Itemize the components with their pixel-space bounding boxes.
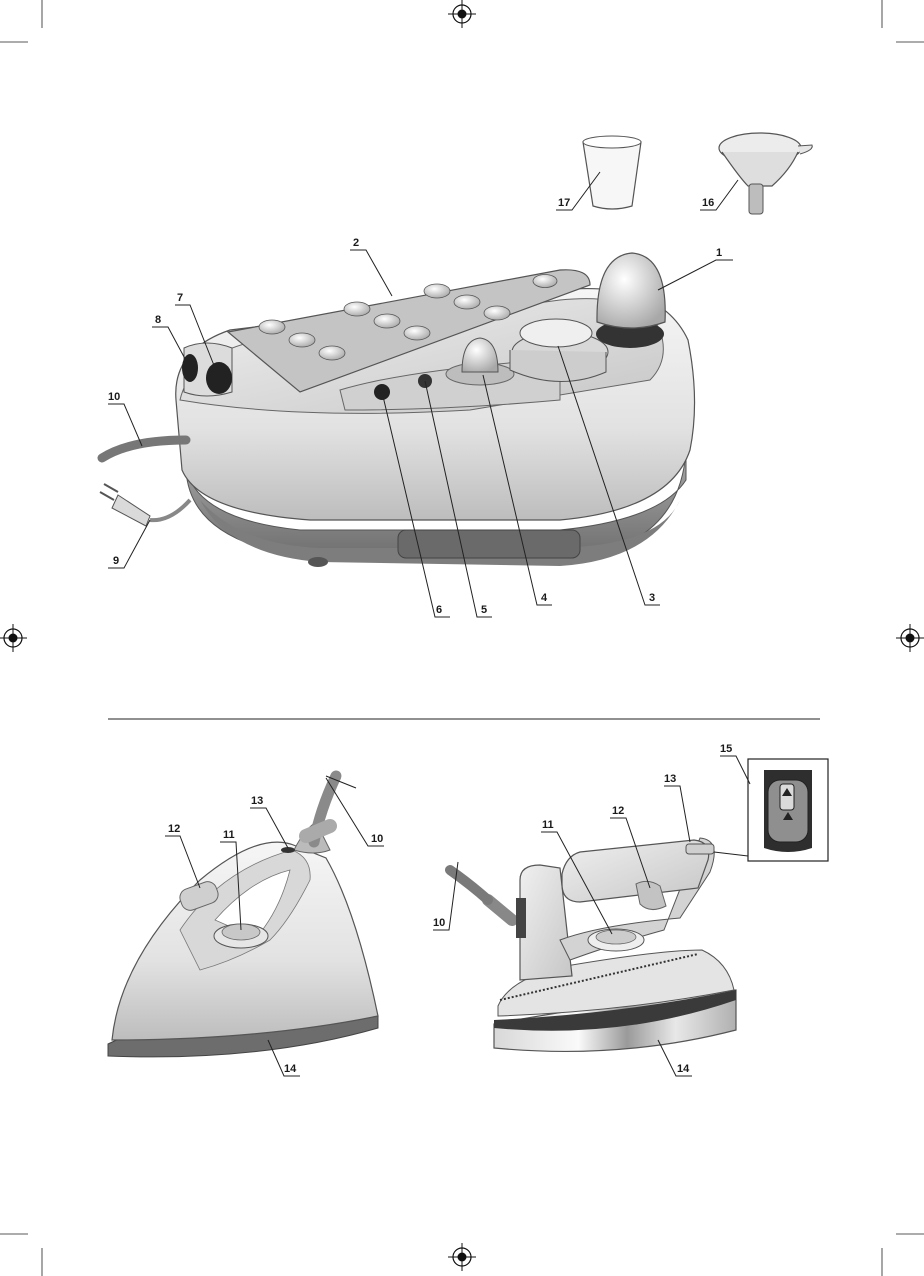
steam-station-illustration: [100, 253, 695, 567]
svg-text:10: 10: [371, 833, 383, 845]
svg-text:14: 14: [677, 1063, 690, 1075]
svg-text:5: 5: [481, 604, 487, 616]
callout-16: 16: [700, 180, 738, 210]
inset-detail-box: [714, 759, 828, 861]
svg-text:3: 3: [649, 592, 655, 604]
svg-text:4: 4: [541, 592, 548, 604]
svg-text:12: 12: [168, 823, 180, 835]
callout-15: 15: [720, 743, 750, 784]
callout-2: 2: [350, 237, 392, 296]
svg-text:16: 16: [702, 197, 714, 209]
svg-text:9: 9: [113, 555, 119, 567]
svg-text:13: 13: [664, 773, 676, 785]
callout-10-top: 10: [108, 391, 142, 446]
callout-1: 1: [658, 247, 733, 290]
registration-mark-top: [448, 0, 476, 28]
svg-text:8: 8: [155, 314, 161, 326]
svg-text:7: 7: [177, 292, 183, 304]
svg-text:6: 6: [436, 604, 442, 616]
registration-mark-bottom: [448, 1243, 476, 1271]
registration-mark-right: [896, 624, 924, 652]
svg-text:10: 10: [108, 391, 120, 403]
svg-text:15: 15: [720, 743, 732, 755]
callout-13-left: 13: [250, 795, 288, 848]
svg-text:13: 13: [251, 795, 263, 807]
svg-text:12: 12: [612, 805, 624, 817]
svg-text:11: 11: [223, 829, 235, 841]
svg-text:14: 14: [284, 1063, 297, 1075]
iron-left-illustration: [108, 776, 378, 1057]
callout-13-right: 13: [664, 773, 690, 842]
svg-text:10: 10: [433, 917, 445, 929]
svg-text:11: 11: [542, 819, 554, 831]
svg-text:1: 1: [716, 247, 722, 259]
svg-text:17: 17: [558, 197, 570, 209]
callout-12-left: 12: [165, 823, 200, 888]
svg-text:2: 2: [353, 237, 359, 249]
iron-right-illustration: [450, 838, 736, 1051]
callout-14-right: 14: [658, 1040, 692, 1076]
registration-mark-left: [0, 624, 27, 652]
funnel-illustration: [719, 133, 812, 214]
measuring-cup-illustration: [583, 136, 641, 209]
callout-9: 9: [108, 520, 150, 568]
